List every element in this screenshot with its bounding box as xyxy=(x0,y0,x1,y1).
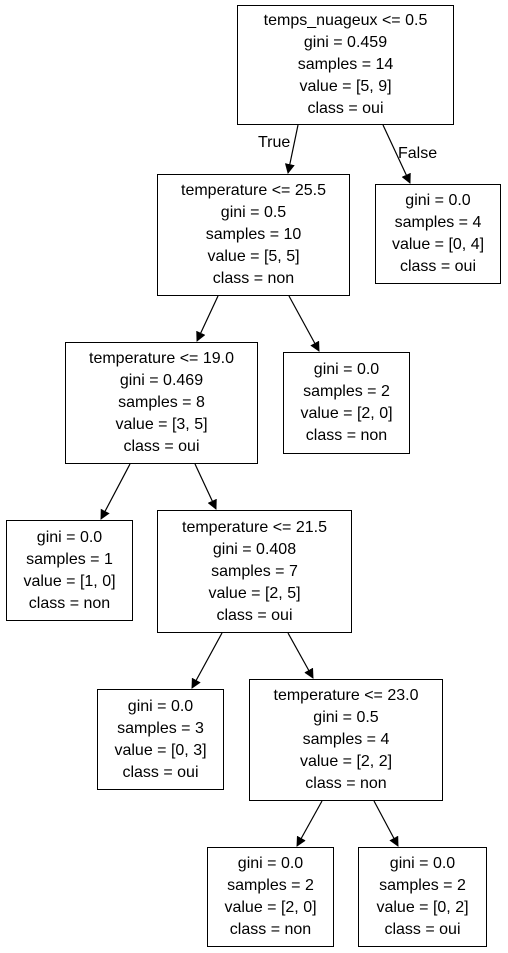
node-gini: gini = 0.0 xyxy=(313,361,380,378)
node-gini: gini = 0.469 xyxy=(119,372,204,389)
tree-node-n7: gini = 0.0 samples = 3 value = [0, 3] cl… xyxy=(97,689,224,790)
node-gini: gini = 0.5 xyxy=(313,709,379,726)
edge-n8-n9 xyxy=(296,800,323,847)
node-samples: samples = 8 xyxy=(118,394,205,411)
node-class: class = non xyxy=(28,594,111,612)
node-split: temperature <= 21.5 xyxy=(182,518,327,536)
edge-n6-n7 xyxy=(191,632,223,689)
node-value: value = [1, 0] xyxy=(23,572,116,590)
edge-n1-n4 xyxy=(288,295,320,352)
node-samples: samples = 2 xyxy=(303,383,390,400)
node-value: value = [5, 9] xyxy=(299,78,392,95)
node-value: value = [2, 0] xyxy=(300,405,393,422)
edge-root-n1 xyxy=(284,124,299,174)
node-class: class = non xyxy=(305,775,387,792)
node-class: class = oui xyxy=(399,258,477,275)
node-split: temps_nuageux <= 0.5 xyxy=(263,12,428,29)
node-samples: samples = 2 xyxy=(379,877,466,894)
tree-node-n8: temperature <= 23.0 gini = 0.5 samples =… xyxy=(249,679,443,801)
node-value: value = [2, 2] xyxy=(299,753,393,770)
node-samples: samples = 4 xyxy=(302,731,390,748)
edge-n6-n8 xyxy=(287,632,314,679)
node-samples: samples = 7 xyxy=(211,562,298,580)
tree-node-n9: gini = 0.0 samples = 2 value = [2, 0] cl… xyxy=(207,847,334,947)
tree-node-n1: temperature <= 25.5 gini = 0.5 samples =… xyxy=(157,174,350,296)
tree-node-n10: gini = 0.0 samples = 2 value = [0, 2] cl… xyxy=(358,847,487,947)
tree-node-n6: temperature <= 21.5 gini = 0.408 samples… xyxy=(157,510,352,633)
node-value: value = [0, 4] xyxy=(391,236,485,253)
node-gini: gini = 0.0 xyxy=(127,697,194,715)
node-class: class = oui xyxy=(216,606,293,624)
node-class: class = oui xyxy=(307,100,384,117)
node-samples: samples = 10 xyxy=(205,226,302,243)
node-samples: samples = 2 xyxy=(227,877,314,894)
node-value: value = [2, 5] xyxy=(208,584,301,602)
edge-label-true: True xyxy=(258,134,291,151)
node-split: temperature <= 23.0 xyxy=(273,687,419,704)
edge-n3-n6 xyxy=(194,463,217,510)
node-split: temperature <= 19.0 xyxy=(89,350,234,367)
edge-n8-n10 xyxy=(373,800,399,847)
node-samples: samples = 4 xyxy=(394,214,482,231)
node-value: value = [0, 3] xyxy=(114,741,207,759)
node-class: class = non xyxy=(212,270,295,287)
node-samples: samples = 1 xyxy=(26,550,113,568)
node-gini: gini = 0.408 xyxy=(212,540,297,558)
node-gini: gini = 0.0 xyxy=(36,528,103,546)
edge-n3-n5 xyxy=(100,463,131,520)
tree-node-root: temps_nuageux <= 0.5 gini = 0.459 sample… xyxy=(237,5,454,125)
node-gini: gini = 0.0 xyxy=(405,192,471,209)
node-class: class = oui xyxy=(123,438,200,455)
node-class: class = non xyxy=(305,427,388,444)
node-value: value = [3, 5] xyxy=(115,416,208,433)
tree-node-n5: gini = 0.0 samples = 1 value = [1, 0] cl… xyxy=(6,520,133,621)
edge-root-n2 xyxy=(382,124,411,184)
node-value: value = [5, 5] xyxy=(207,248,300,265)
node-value: value = [0, 2] xyxy=(376,899,469,916)
node-samples: samples = 14 xyxy=(297,56,394,73)
tree-node-n3: temperature <= 19.0 gini = 0.469 samples… xyxy=(65,342,258,464)
tree-node-n4: gini = 0.0 samples = 2 value = [2, 0] cl… xyxy=(283,352,410,454)
node-class: class = oui xyxy=(384,921,461,938)
node-samples: samples = 3 xyxy=(117,719,204,737)
node-gini: gini = 0.0 xyxy=(237,855,304,872)
node-gini: gini = 0.5 xyxy=(220,204,287,221)
node-value: value = [2, 0] xyxy=(224,899,317,916)
node-class: class = oui xyxy=(122,763,199,781)
node-class: class = non xyxy=(229,921,312,938)
node-split: temperature <= 25.5 xyxy=(181,182,326,199)
node-gini: gini = 0.459 xyxy=(303,34,388,51)
tree-node-n2: gini = 0.0 samples = 4 value = [0, 4] cl… xyxy=(375,184,501,284)
node-gini: gini = 0.0 xyxy=(389,855,456,872)
edge-n1-n3 xyxy=(196,295,219,342)
edge-label-false: False xyxy=(398,145,438,162)
